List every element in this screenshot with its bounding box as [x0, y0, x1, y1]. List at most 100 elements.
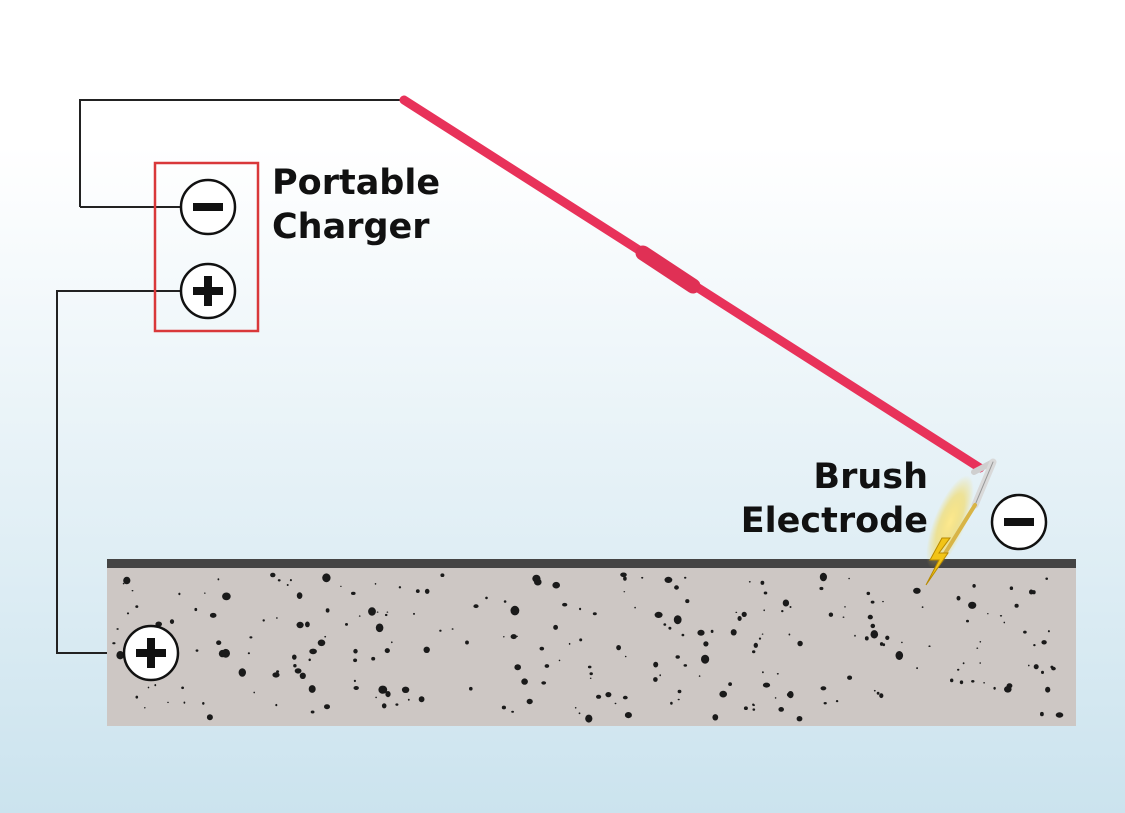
aggregate-speck [206, 714, 213, 721]
aggregate-speck [473, 604, 479, 609]
aggregate-speck [844, 606, 846, 608]
aggregate-speck [752, 650, 756, 654]
aggregate-speck [293, 664, 297, 668]
aggregate-speck [589, 672, 593, 676]
aggregate-speck [972, 584, 976, 588]
aggregate-speck [885, 635, 890, 640]
aggregate-speck [144, 707, 146, 709]
aggregate-speck [758, 637, 762, 640]
aggregate-speck [353, 679, 356, 683]
aggregate-speck [763, 609, 765, 612]
aggregate-speck [275, 703, 278, 707]
cable-connector [635, 245, 701, 294]
aggregate-speck [760, 580, 765, 585]
aggregate-speck [308, 658, 311, 662]
aggregate-speck [712, 714, 719, 721]
aggregate-speck [469, 686, 473, 691]
aggregate-speck [681, 633, 685, 637]
aggregate-speck [976, 647, 979, 649]
aggregate-speck [959, 680, 964, 685]
aggregate-speck [116, 628, 119, 630]
aggregate-speck [654, 611, 663, 619]
aggregate-speck [439, 629, 442, 632]
aggregate-speck [879, 693, 884, 699]
aggregate-speck [585, 714, 593, 723]
aggregate-speck [123, 576, 131, 585]
aggregate-speck [1028, 664, 1030, 667]
aggregate-speck [526, 698, 533, 705]
aggregate-speck [485, 596, 488, 600]
aggregate-speck [778, 707, 784, 712]
aggregate-speck [787, 691, 794, 699]
charger-negative-terminal [179, 178, 237, 236]
aggregate-speck [774, 697, 777, 699]
aggregate-speck [828, 612, 834, 617]
aggregate-speck [353, 686, 359, 690]
charger-label-line1: Portable [272, 163, 440, 203]
aggregate-speck [296, 621, 304, 629]
aggregate-speck [677, 689, 682, 694]
aggregate-speck [440, 573, 445, 577]
aggregate-speck [966, 619, 969, 623]
negative-wire [79, 99, 404, 207]
electrode-label-line2: Electrode [741, 501, 928, 541]
aggregate-speck [762, 682, 771, 688]
aggregate-speck [752, 708, 756, 711]
aggregate-speck [294, 668, 302, 674]
aggregate-speck [308, 685, 316, 693]
aggregate-speck [928, 645, 931, 647]
aggregate-speck [823, 702, 827, 705]
aggregate-speck [730, 629, 737, 636]
aggregate-speck [374, 583, 377, 585]
aggregate-speck [325, 608, 330, 613]
aggregate-speck [847, 675, 853, 680]
aggregate-speck [539, 646, 545, 651]
aggregate-speck [674, 585, 679, 590]
electrode-label-line1: Brush [813, 457, 928, 497]
aggregate-speck [789, 606, 792, 608]
aggregate-speck [384, 648, 390, 654]
aggregate-speck [418, 696, 425, 703]
aggregate-speck [324, 704, 330, 710]
aggregate-speck [289, 579, 292, 582]
aggregate-speck [879, 642, 884, 646]
aggregate-speck [353, 648, 358, 654]
aggregate-speck [147, 686, 150, 689]
aggregate-speck [782, 599, 790, 607]
aggregate-speck [558, 659, 561, 662]
aggregate-speck [202, 702, 205, 705]
aggregate-speck [122, 582, 125, 585]
aggregate-speck [371, 656, 376, 661]
aggregate-speck [993, 686, 996, 690]
aggregate-speck [624, 655, 627, 658]
aggregate-speck [135, 695, 139, 699]
aggregate-speck [262, 619, 265, 622]
aggregate-speck [562, 602, 568, 607]
aggregate-speck [761, 633, 764, 635]
aggregate-speck [126, 612, 130, 615]
aggregate-speck [415, 589, 420, 593]
aggregate-speck [634, 606, 636, 609]
aggregate-speck [553, 624, 558, 630]
aggregate-speck [353, 658, 358, 663]
aggregate-speck [238, 668, 246, 677]
aggregate-speck [675, 655, 680, 659]
aggregate-speck [748, 581, 751, 583]
aggregate-speck [195, 649, 199, 652]
aggregate-speck [317, 639, 326, 647]
aggregate-speck [521, 678, 528, 685]
aggregate-speck [622, 695, 628, 700]
aggregate-speck [532, 574, 541, 583]
aggregate-speck [589, 677, 592, 679]
aggregate-speck [1045, 577, 1048, 580]
aggregate-speck [249, 636, 253, 639]
portable-charger-box [153, 161, 260, 333]
aggregate-speck [384, 613, 388, 617]
aggregate-speck [1029, 589, 1034, 595]
aggregate-speck [653, 661, 659, 668]
slab-positive-terminal [122, 624, 180, 682]
aggregate-speck [423, 646, 430, 653]
aggregate-speck [653, 677, 658, 682]
aggregate-speck [670, 701, 673, 705]
